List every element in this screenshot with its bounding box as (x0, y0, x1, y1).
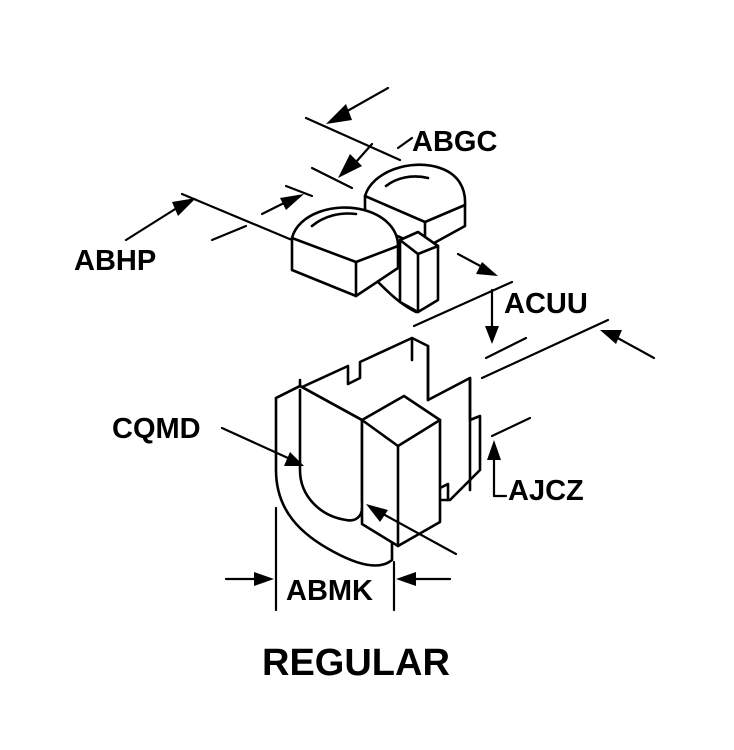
dimension-cqmd: CQMD (112, 413, 304, 466)
dimension-ajcz: AJCZ (487, 416, 584, 507)
label-abmk: ABMK (286, 575, 373, 607)
label-abhp: ABHP (74, 245, 156, 277)
dimension-abmk: ABMK (224, 504, 458, 612)
upper-part (290, 163, 467, 314)
dimension-acuu: ACUU (412, 252, 656, 380)
label-ajcz: AJCZ (508, 475, 584, 507)
dimension-abgc: ABGC (304, 86, 497, 190)
lower-part (274, 336, 482, 567)
label-cqmd: CQMD (112, 413, 201, 445)
label-acuu: ACUU (504, 288, 588, 320)
dimension-abhp: ABHP (74, 184, 314, 277)
label-abgc: ABGC (412, 126, 497, 158)
diagram-caption: REGULAR (262, 642, 450, 684)
